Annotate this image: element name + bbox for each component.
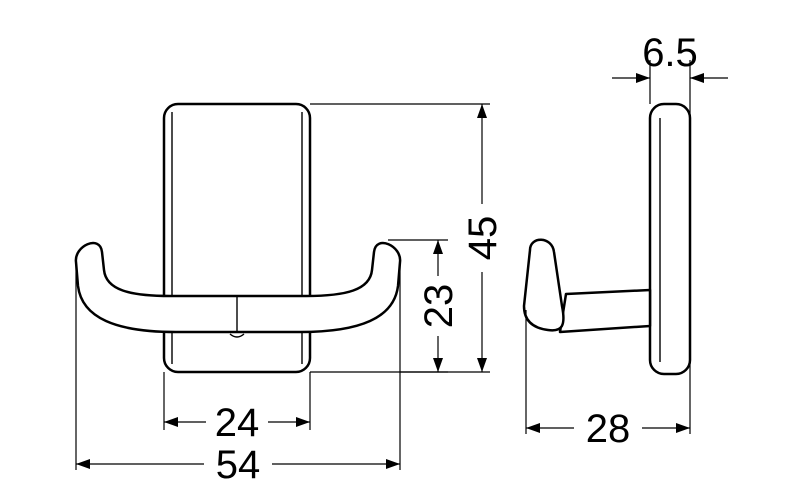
- side-hook-arm: [558, 288, 652, 334]
- dimension-overall-height: 45: [461, 104, 505, 372]
- dimension-overall-height-label: 45: [461, 216, 505, 261]
- dimension-plate-width-label: 24: [215, 401, 260, 445]
- side-extension-lines: [525, 60, 691, 434]
- dimension-plate-width: 24: [164, 401, 310, 445]
- dimension-hook-height: 23: [417, 240, 461, 372]
- double-hook-arm: [74, 241, 402, 334]
- front-view: 24 54 23 45: [74, 102, 505, 487]
- dimension-plate-thickness: 6.5: [612, 31, 728, 83]
- front-extension-lines: [75, 103, 490, 470]
- dimension-overall-width: 54: [76, 443, 400, 487]
- dimension-hook-height-label: 23: [417, 284, 461, 329]
- dimension-depth: 28: [526, 407, 690, 451]
- dimension-plate-thickness-label: 6.5: [642, 31, 698, 75]
- dimension-depth-label: 28: [586, 407, 631, 451]
- hook-center-nub: [229, 333, 245, 338]
- dimension-overall-width-label: 54: [216, 443, 261, 487]
- side-hook-tip: [522, 238, 565, 332]
- side-mounting-plate: [648, 102, 692, 376]
- side-view: 6.5 28: [522, 31, 728, 451]
